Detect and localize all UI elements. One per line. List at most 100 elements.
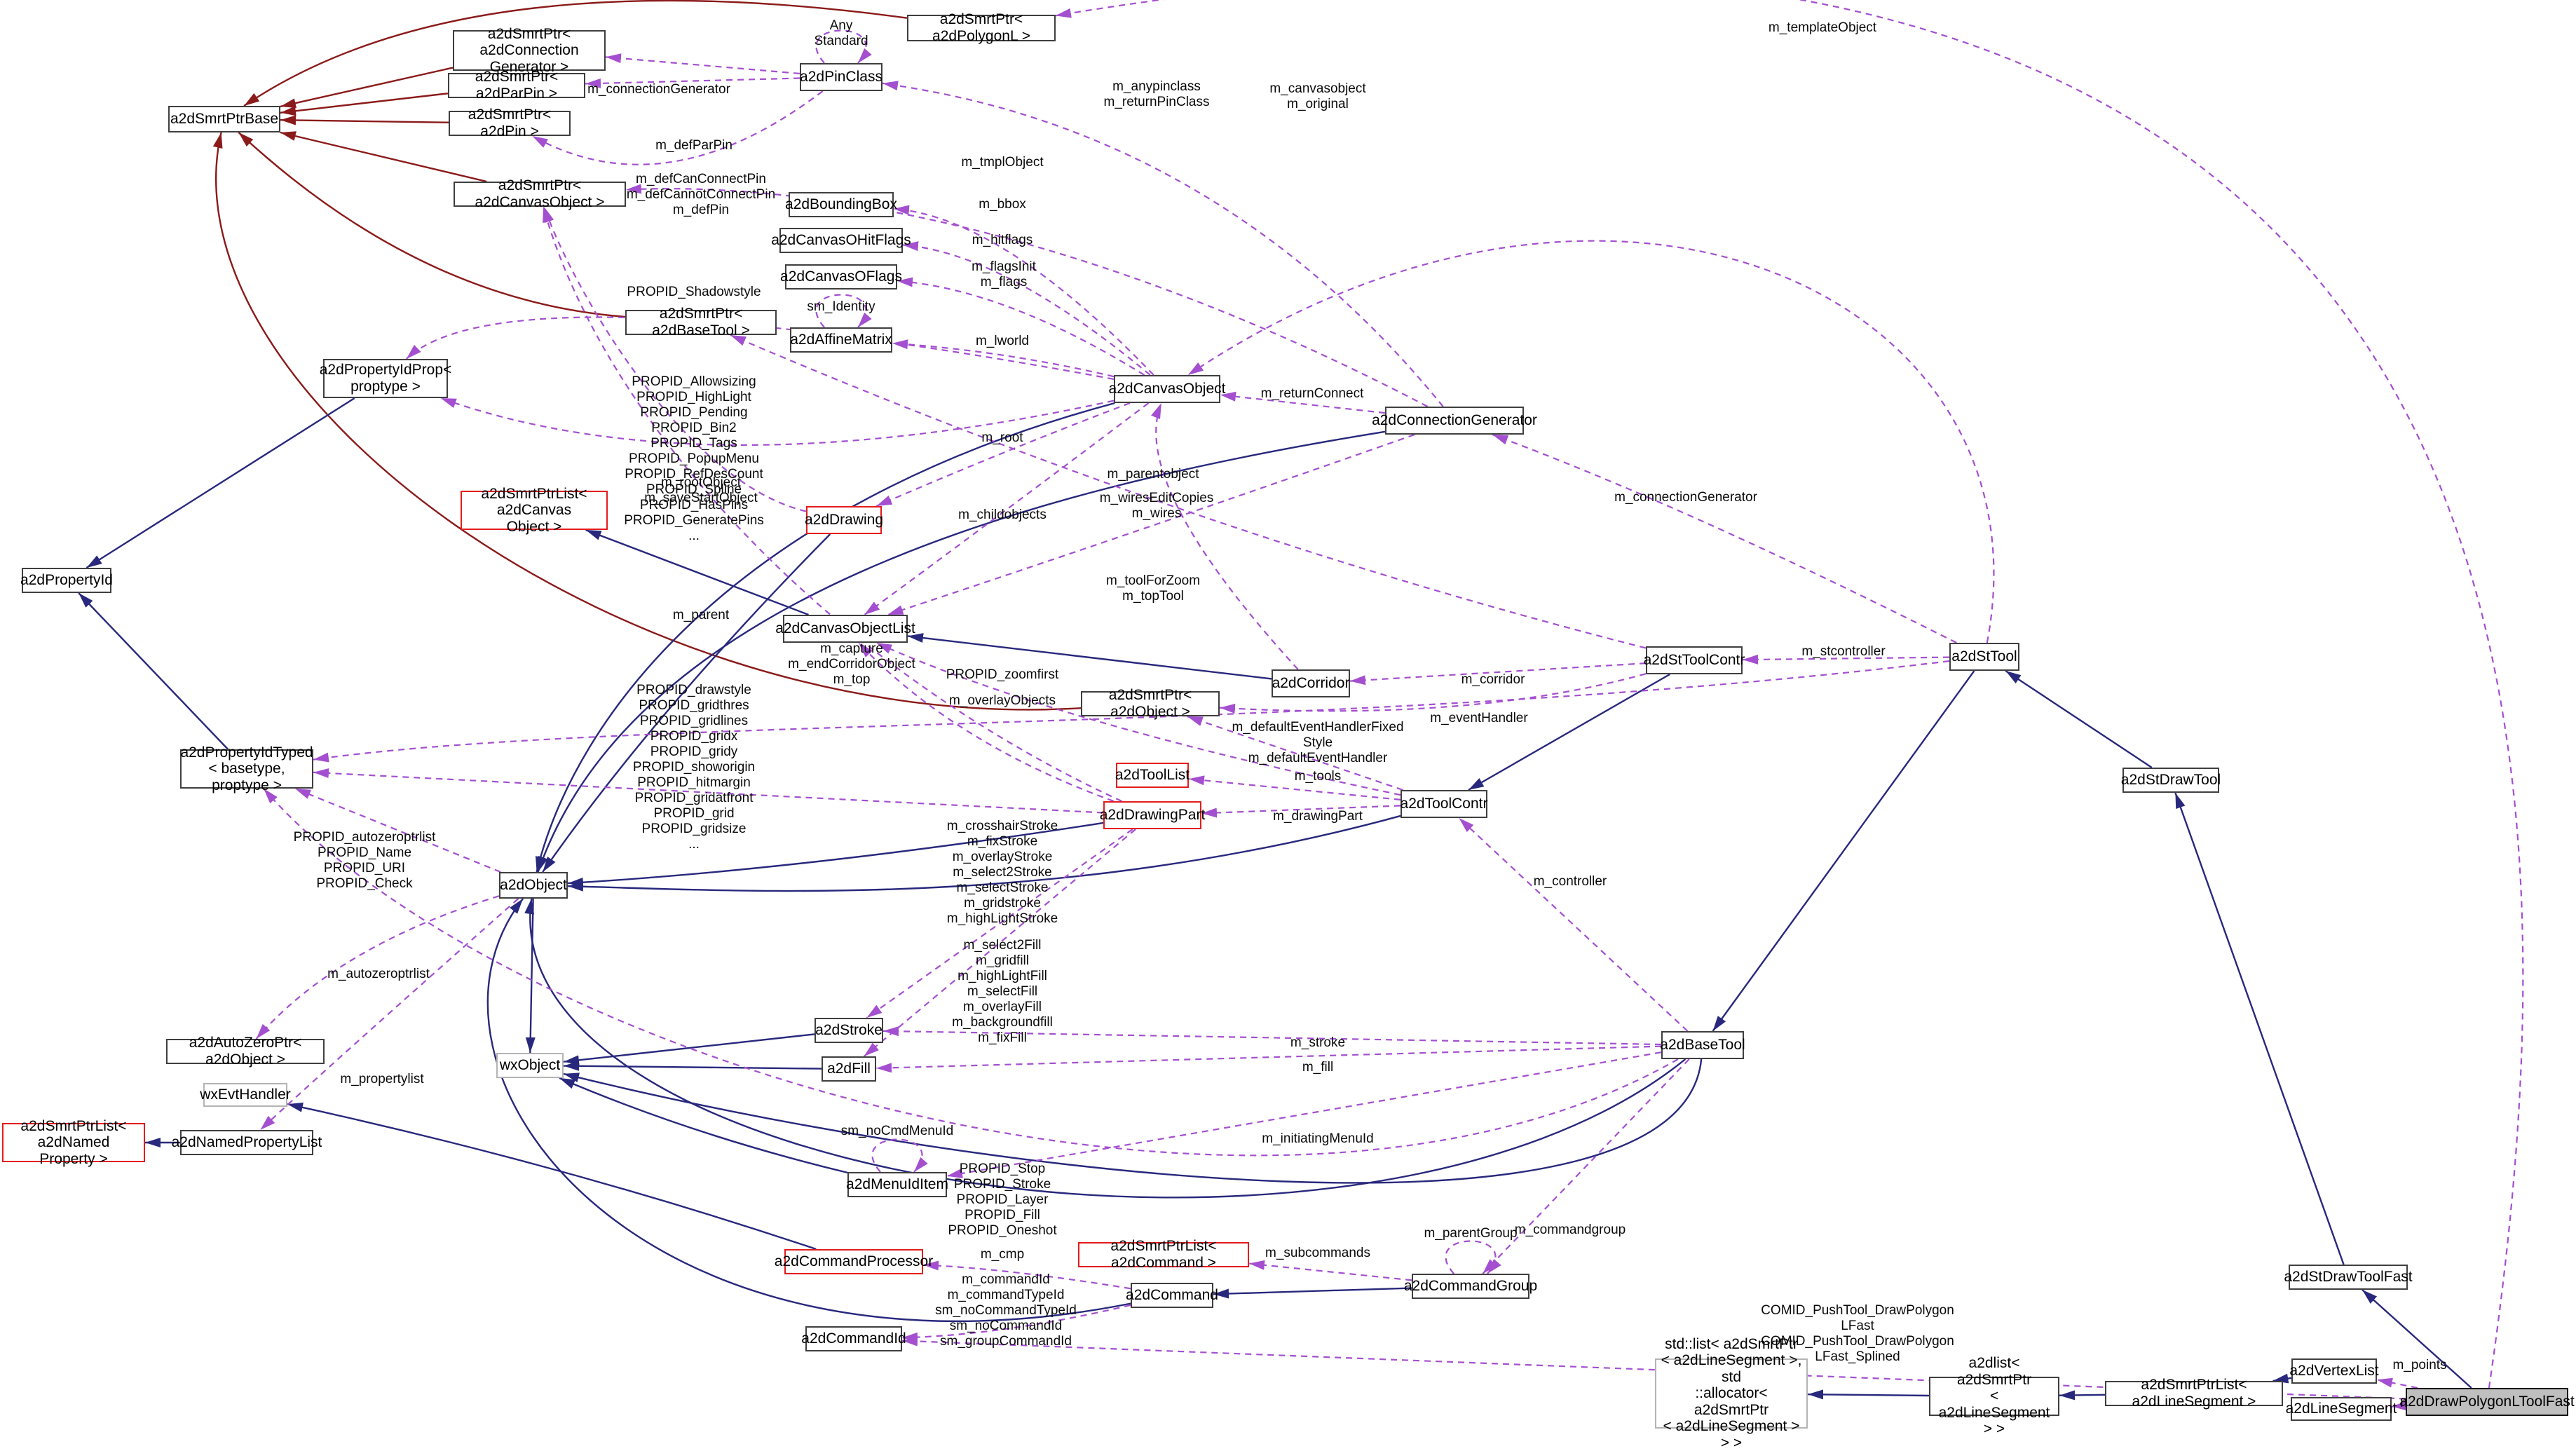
class-node-pinclass[interactable]: a2dPinClass <box>800 63 882 91</box>
class-node-stdrawtool[interactable]: a2dStDrawTool <box>2121 768 2221 793</box>
edge-sttoolcontr-to-ptr_object <box>1219 673 1647 714</box>
class-node-autozero[interactable]: a2dAutoZeroPtr< a2dObject > <box>166 1035 325 1068</box>
edge-conngen-to-ptr_canvasobj <box>625 184 1429 407</box>
edge-canvasobject-to-hitflags <box>902 241 1151 376</box>
class-node-a2dlist[interactable]: a2dlist< a2dSmrtPtr < a2dLineSegment > > <box>1929 1355 2059 1437</box>
edge-vertexlist-to-ptrlist_seg <box>2272 1373 2292 1384</box>
class-node-ptr_polygonl[interactable]: a2dSmrtPtr< a2dPolygonL > <box>907 11 1056 44</box>
class-node-stdrawtoolfast[interactable]: a2dStDrawToolFast <box>2284 1265 2413 1290</box>
class-node-toollist[interactable]: a2dToolList <box>1115 763 1190 788</box>
edge-target-to-lineseg <box>2391 1401 2408 1411</box>
edge-ptr_pin-to-smrtptrbase <box>280 115 449 125</box>
class-node-toolcontr[interactable]: a2dToolContr <box>1401 790 1487 818</box>
edge-basetool-to-menuiditem <box>946 1051 1662 1178</box>
class-node-ptr_conngen[interactable]: a2dSmrtPtr< a2dConnection Generator > <box>453 26 606 75</box>
edge-cmdproc-to-wxevthandler <box>287 1102 817 1251</box>
class-node-stroke[interactable]: a2dStroke <box>815 1018 883 1043</box>
edge-toolcontr-to-toollist <box>1188 775 1401 801</box>
class-node-cmdgroup[interactable]: a2dCommandGroup <box>1404 1274 1537 1299</box>
edge-drawing-to-object <box>542 533 831 873</box>
edge-basetool-to-wxobject <box>563 1058 1703 1184</box>
class-node-fill[interactable]: a2dFill <box>822 1056 876 1082</box>
class-node-hitflags[interactable]: a2dCanvasOHitFlags <box>771 228 911 253</box>
edge-fill-to-wxobject <box>563 1061 822 1071</box>
edge-sttoolcontr-to-toolcontr <box>1468 673 1670 791</box>
class-node-propertyid[interactable]: a2dPropertyId <box>20 568 113 593</box>
edge-idtyped-to-propertyid <box>78 592 229 750</box>
class-node-command[interactable]: a2dCommand <box>1126 1283 1218 1308</box>
class-node-stdlist[interactable]: std::list< a2dSmrtPtr < a2dLineSegment >… <box>1655 1336 1808 1451</box>
class-node-ptrlist_named[interactable]: a2dSmrtPtrList< a2dNamed Property > <box>2 1118 145 1167</box>
class-node-cmdproc[interactable]: a2dCommandProcessor <box>775 1249 933 1274</box>
edge-ptrlist_seg-to-a2dlist <box>2059 1390 2106 1401</box>
class-node-vertexlist[interactable]: a2dVertexList <box>2289 1358 2379 1384</box>
edge-basetool-to-cmdgroup <box>1482 1058 1690 1274</box>
edge-object-to-namedproplist <box>259 898 519 1131</box>
edge-conngen-to-pinclass <box>882 81 1444 407</box>
class-node-ptrlist_cmd[interactable]: a2dSmrtPtrList< a2dCommand > <box>1078 1238 1249 1271</box>
class-node-ptr_object[interactable]: a2dSmrtPtr< a2dObject > <box>1081 687 1220 720</box>
class-node-smrtptrbase[interactable]: a2dSmrtPtrBase <box>168 106 280 132</box>
edge-toolcontr-to-ptr_object <box>1187 715 1403 791</box>
edge-toolcontr-to-object <box>567 815 1401 892</box>
class-node-menuiditem[interactable]: a2dMenuIdItem <box>846 1172 948 1197</box>
class-node-col[interactable]: a2dCanvasObjectList <box>775 615 915 643</box>
class-node-idprop[interactable]: a2dPropertyIdProp< proptype > <box>320 359 451 398</box>
class-node-ptr_basetool[interactable]: a2dSmrtPtr< a2dBaseTool > <box>625 306 777 339</box>
class-node-ptr_parpin[interactable]: a2dSmrtPtr< a2dParPin > <box>448 69 585 102</box>
edge-canvasobject-to-object <box>536 402 1115 873</box>
edge-conngen-to-canvasobject <box>1220 391 1386 414</box>
edge-conngen-to-col <box>887 433 1415 616</box>
edge-stdrawtool-to-sttool <box>2005 669 2153 769</box>
class-node-sttoolcontr[interactable]: a2dStToolContr <box>1644 646 1745 674</box>
edge-sttool-to-idtyped <box>313 660 1950 763</box>
class-node-namedproplist[interactable]: a2dNamedPropertyList <box>172 1130 322 1155</box>
edge-stdrawtoolfast-to-stdrawtool <box>2174 792 2345 1265</box>
edge-object-to-idtyped <box>294 787 501 873</box>
class-node-drawing[interactable]: a2dDrawing <box>805 506 883 534</box>
class-node-corridor[interactable]: a2dCorridor <box>1272 669 1350 697</box>
class-node-bbox[interactable]: a2dBoundingBox <box>785 192 897 217</box>
edge-basetool-to-stroke <box>882 1026 1662 1046</box>
edge-a2dlist-to-stdlist <box>1807 1389 1930 1400</box>
edge-object-to-autozero <box>255 895 500 1040</box>
class-node-ptr_pin[interactable]: a2dSmrtPtr< a2dPin > <box>449 107 571 139</box>
class-node-object[interactable]: a2dObject <box>499 872 568 899</box>
edge-menuiditem-to-wxobject <box>559 1077 848 1174</box>
class-node-target[interactable]: a2dDrawPolygonLToolFast <box>2399 1388 2575 1416</box>
class-node-ptrlist_canvas[interactable]: a2dSmrtPtrList< a2dCanvas Object > <box>461 486 608 535</box>
edge-menuiditem-to-menuiditem <box>871 1138 928 1173</box>
edge-ptr_canvasobj-to-smrtptrbase <box>280 131 487 183</box>
edge-sttoolcontr-to-ptr_basetool <box>730 334 1647 649</box>
edge-basetool-to-object <box>524 898 1686 1199</box>
class-node-idtyped[interactable]: a2dPropertyIdTyped < basetype, proptype … <box>180 744 313 793</box>
edge-command-to-cmdproc <box>922 1260 1131 1290</box>
edge-drawingpart-to-col <box>858 642 1115 803</box>
edge-drawingpart-to-stroke <box>866 829 1133 1019</box>
class-node-conngen[interactable]: a2dConnectionGenerator <box>1372 407 1537 435</box>
class-node-drawingpart[interactable]: a2dDrawingPart <box>1100 801 1205 829</box>
edges-group <box>78 0 2524 1411</box>
class-node-ptr_canvasobj[interactable]: a2dSmrtPtr< a2dCanvasObject > <box>454 177 626 210</box>
edge-ptr_conngen-to-smrtptrbase <box>280 67 454 108</box>
edge-command-to-commandid <box>901 1304 1131 1342</box>
class-node-commandid[interactable]: a2dCommandId <box>801 1326 906 1351</box>
edge-sttool-to-basetool <box>1712 670 1975 1032</box>
class-node-basetool[interactable]: a2dBaseTool <box>1660 1031 1745 1059</box>
class-node-wxobject[interactable]: wxObject <box>496 1053 564 1078</box>
edge-drawing-to-ptr_canvasobj <box>543 206 807 512</box>
class-node-ptrlist_seg[interactable]: a2dSmrtPtrList< a2dLineSegment > <box>2105 1377 2283 1410</box>
edge-target-to-ptr_polygonl <box>1055 0 2524 1389</box>
class-node-oflags[interactable]: a2dCanvasOFlags <box>780 264 902 289</box>
edge-drawingpart-to-object <box>567 822 1104 887</box>
edge-conngen-to-object <box>537 430 1386 873</box>
class-node-lineseg[interactable]: a2dLineSegment <box>2286 1397 2397 1421</box>
edge-idprop-to-propertyid <box>86 397 355 569</box>
class-node-affine[interactable]: a2dAffineMatrix <box>790 327 892 353</box>
edge-corridor-to-canvasobject <box>1151 402 1299 670</box>
class-node-wxevthandler[interactable]: wxEvtHandler <box>200 1083 291 1107</box>
edge-cmdgroup-to-command <box>1213 1287 1412 1299</box>
class-node-sttool[interactable]: a2dStTool <box>1949 643 2019 671</box>
class-node-canvasobject[interactable]: a2dCanvasObject <box>1109 375 1225 403</box>
